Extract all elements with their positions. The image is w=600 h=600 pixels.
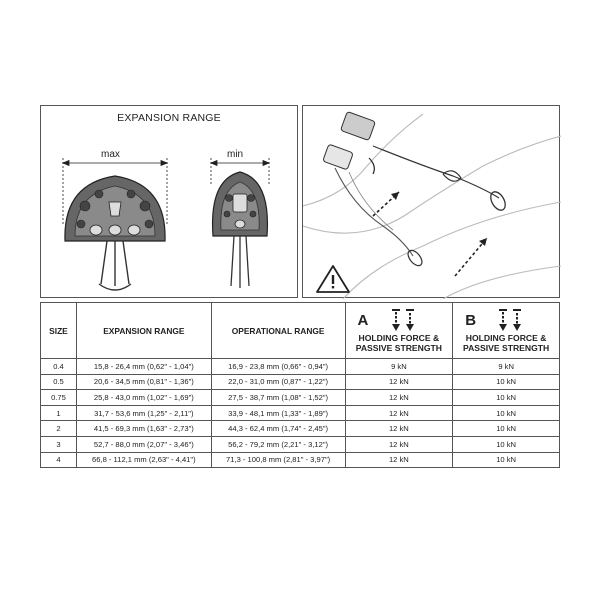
cell-operational-range: 16,9 - 23,8 mm (0,66" - 0,94") (210, 358, 346, 375)
cam-illustration (61, 158, 271, 291)
table-row: 0.4 15,8 - 26,4 mm (0,62" - 1,04") 16,9 … (40, 358, 560, 375)
cell-expansion-range: 52,7 - 88,0 mm (2,07" - 3,46") (75, 435, 212, 453)
cell-operational-range: 44,3 - 62,4 mm (1,74" - 2,45") (210, 420, 346, 437)
cell-holding-force-b: 10 kN (452, 451, 560, 469)
cell-size: 3 (40, 435, 77, 453)
header-expansion-range: EXPANSION RANGE (75, 302, 212, 359)
cell-expansion-range: 31,7 - 53,6 mm (1,25" - 2,11") (75, 404, 212, 422)
cell-holding-force-a: 12 kN (344, 404, 454, 422)
header-holding-force-b: B HOLDING FORCE & PASSIVE S (452, 302, 560, 359)
cell-expansion-range: 20,6 - 34,5 mm (0,81" - 1,36") (75, 373, 212, 391)
table-row: 1 31,7 - 53,6 mm (1,25" - 2,11") 33,9 - … (40, 404, 560, 422)
force-arrows-icon (391, 309, 414, 331)
cell-holding-force-b: 10 kN (452, 420, 560, 437)
cam-expanded-drawing (64, 175, 166, 291)
warning-triangle-icon (316, 265, 350, 293)
cell-holding-force-b: 9 kN (452, 358, 560, 375)
cell-holding-force-b: 10 kN (452, 389, 560, 406)
header-a-line1: HOLDING FORCE & (358, 333, 440, 343)
cell-size: 2 (40, 420, 77, 437)
max-label: max (101, 149, 120, 160)
cell-operational-range: 33,9 - 48,1 mm (1,33" - 1,89") (210, 404, 346, 422)
cell-holding-force-a: 9 kN (344, 358, 454, 375)
cell-holding-force-b: 10 kN (452, 404, 560, 422)
expansion-range-title: EXPANSION RANGE (117, 112, 221, 124)
cell-expansion-range: 66,8 - 112,1 mm (2,63" - 4,41") (75, 451, 212, 469)
cell-operational-range: 56,2 - 79,2 mm (2,21" - 3,12") (210, 435, 346, 453)
header-b-letter: B (465, 312, 477, 329)
table-row: 0.75 25,8 - 43,0 mm (1,02" - 1,69") 27,5… (40, 389, 560, 406)
cell-holding-force-a: 12 kN (344, 389, 454, 406)
header-holding-force-a: A HOLDING FORCE & PASSIVE S (344, 302, 454, 359)
cell-size: 1 (40, 404, 77, 422)
placement-panel (302, 105, 561, 299)
cell-operational-range: 22,0 - 31,0 mm (0,87" - 1,22") (210, 373, 346, 391)
cell-expansion-range: 25,8 - 43,0 mm (1,02" - 1,69") (75, 389, 212, 406)
cell-size: 0.4 (40, 358, 77, 375)
cell-holding-force-a: 12 kN (344, 435, 454, 453)
table-row: 2 41,5 - 69,3 mm (1,63" - 2,73") 44,3 - … (40, 420, 560, 437)
cell-expansion-range: 15,8 - 26,4 mm (0,62" - 1,04") (75, 358, 212, 375)
cell-holding-force-a: 12 kN (344, 420, 454, 437)
header-b-line1: HOLDING FORCE & (465, 333, 547, 343)
header-b-line2: PASSIVE STRENGTH (462, 343, 550, 353)
cell-operational-range: 71,3 - 100,8 mm (2,81" - 3,97") (210, 451, 346, 469)
min-label: min (227, 149, 244, 160)
header-a-letter: A (357, 312, 369, 329)
cell-holding-force-a: 12 kN (344, 451, 454, 469)
cell-holding-force-b: 10 kN (452, 435, 560, 453)
cell-holding-force-a: 12 kN (344, 373, 454, 391)
cell-operational-range: 27,5 - 38,7 mm (1,08" - 1,52") (210, 389, 346, 406)
table-row: 3 52,7 - 88,0 mm (2,07" - 3,46") 56,2 - … (40, 435, 560, 453)
placement-illustration (303, 111, 561, 299)
cam-retracted-drawing (211, 171, 269, 288)
header-size: SIZE (40, 302, 77, 359)
expansion-range-panel: EXPANSION RANGE max min (40, 105, 298, 298)
table-header-row: SIZE EXPANSION RANGE OPERATIONAL RANGE A (40, 302, 560, 359)
cell-size: 0.75 (40, 389, 77, 406)
force-arrows-icon (499, 309, 522, 331)
header-operational-range: OPERATIONAL RANGE (210, 302, 346, 359)
header-a-line2: PASSIVE STRENGTH (355, 343, 443, 353)
table-row: 4 66,8 - 112,1 mm (2,63" - 4,41") 71,3 -… (40, 451, 560, 469)
specifications-table: SIZE EXPANSION RANGE OPERATIONAL RANGE A (40, 302, 560, 469)
cell-holding-force-b: 10 kN (452, 373, 560, 391)
table-row: 0.5 20,6 - 34,5 mm (0,81" - 1,36") 22,0 … (40, 373, 560, 391)
cell-size: 4 (40, 451, 77, 469)
cell-expansion-range: 41,5 - 69,3 mm (1,63" - 2,73") (75, 420, 212, 437)
cell-size: 0.5 (40, 373, 77, 391)
